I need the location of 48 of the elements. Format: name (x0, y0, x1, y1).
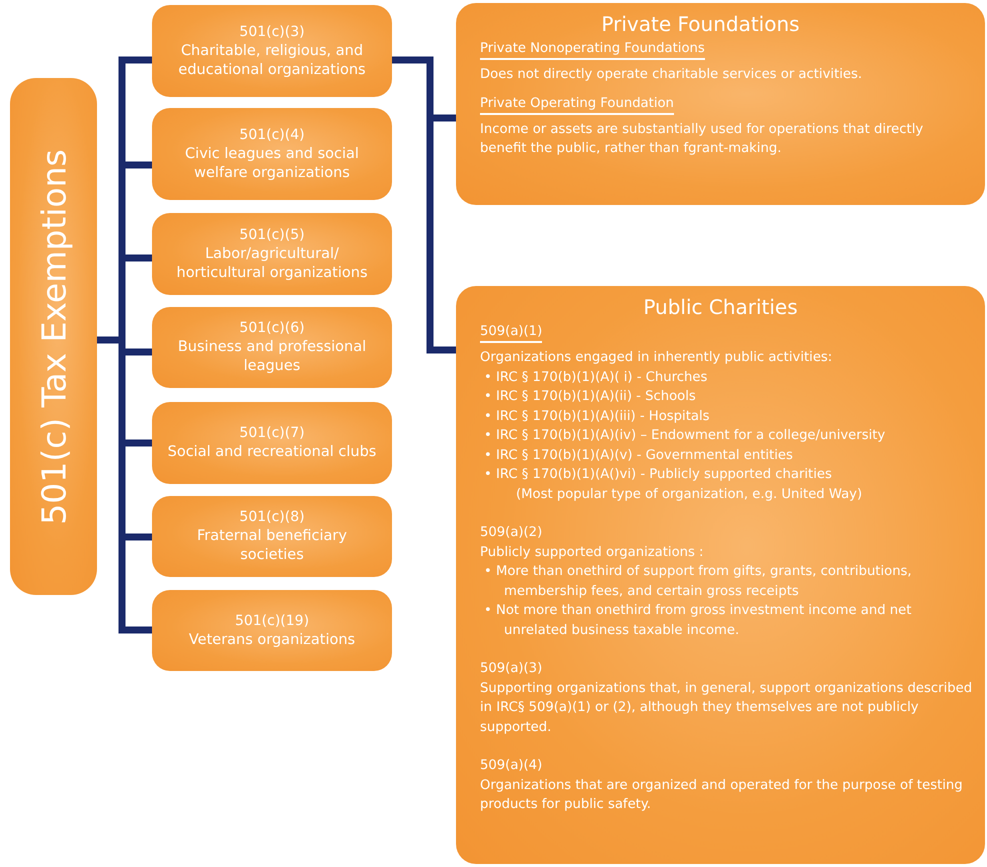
description: Organizations that are organized and operated for the purpose of testing products for public safety. (480, 776, 964, 814)
category-box (152, 307, 392, 388)
section-description: Civic leagues and social welfare organizations (184, 144, 360, 182)
card-heading: Public Charities (642, 294, 799, 321)
subheading: 509(a)(4) (480, 757, 544, 775)
subheading: 509(a)(2) (480, 524, 544, 542)
subheading: Private Operating Foundation (480, 94, 674, 114)
list-item: • IRC § 170(b)(1)(A)(ii) - Schools (483, 388, 697, 406)
subheading: 509(a)(1) (480, 323, 542, 343)
section-code: 501(c)(4) (239, 126, 305, 144)
subheading: 509(a)(3) (480, 660, 544, 678)
section-code: 501(c)(7) (239, 424, 305, 443)
category-box (152, 213, 392, 295)
info-card (456, 3, 985, 205)
list-item: • Not more than onethird from gross investment income and net unrelated business taxable income. (483, 602, 912, 640)
section-description: Veterans organizations (188, 630, 356, 650)
section-code: 501(c)(19) (234, 612, 310, 630)
list-item: • More than onethird of support from gifts, grants, contributions, membership fees, and certain gross receipts (483, 563, 913, 600)
section-description: Charitable, religious, and educational organizations (177, 42, 367, 80)
list-item: • IRC § 170(b)(1)(A()vi) - Publicly supported charities (483, 466, 833, 484)
category-box (152, 590, 392, 671)
section-code: 501(c)(3) (239, 22, 305, 42)
category-box (152, 402, 392, 484)
description: Does not directly operate charitable services or activities. (480, 66, 864, 84)
description: Income or assets are substantially used for operations that directly benefit the public, rather than fgrant-making. (480, 120, 924, 158)
list-item: • IRC § 170(b)(1)(A)(iii) - Hospitals (483, 408, 710, 426)
list-item: • IRC § 170(b)(1)(A)(v) - Governmental entities (483, 446, 794, 464)
section-description: Social and recreational clubs (168, 443, 376, 462)
subheading: Private Nonoperating Foundations (480, 40, 705, 60)
section-code: 501(c)(8) (239, 508, 305, 527)
section-description: Business and professional leagues (176, 338, 368, 376)
card-heading: Private Foundations (600, 11, 801, 38)
list-note: (Most popular type of organization, e.g. United Way) (515, 486, 864, 504)
list-item: • IRC § 170(b)(1)(A)( i) - Churches (483, 368, 708, 386)
description: Supporting organizations that, in general, support organizations described in IRC§ 509(a)(1) or (2), although they themselves are not publicly supported. (480, 680, 974, 736)
section-description: Fraternal beneficiary societies (196, 527, 348, 565)
info-card (456, 286, 985, 864)
title-box (10, 78, 97, 595)
vertical-title: 501(c) Tax Exemptions (34, 148, 73, 524)
category-box (152, 5, 392, 97)
description: Organizations engaged in inherently public activities: (480, 349, 834, 367)
category-box (152, 496, 392, 577)
section-code: 501(c)(5) (239, 226, 305, 244)
description: Publicly supported organizations : (480, 544, 704, 562)
category-box (152, 108, 392, 200)
list-item: • IRC § 170(b)(1)(A)(iv) – Endowment for a college/university (483, 427, 886, 445)
section-description: Labor/agricultural/ horticultural organizations (176, 244, 368, 282)
section-code: 501(c)(6) (239, 319, 305, 338)
